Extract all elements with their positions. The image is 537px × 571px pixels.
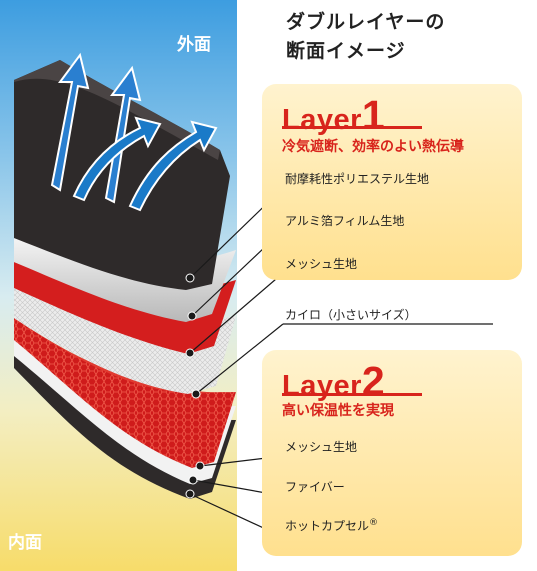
- layer1-item-aluminum: アルミ箔フィルム生地: [285, 214, 405, 228]
- hot-capsule-text: ホットカプセル: [285, 519, 370, 533]
- layer1-rule: [282, 126, 422, 129]
- layer2-item-mesh: メッシュ生地: [285, 440, 358, 454]
- layer2-heading: Layer2: [282, 358, 385, 405]
- registered-mark: ®: [369, 518, 379, 528]
- layer1-subtitle: 冷気遮断、効率のよい熱伝導: [282, 139, 464, 155]
- layer2-box: Layer2 高い保温性を実現: [262, 350, 522, 556]
- title-line-1: ダブルレイヤーの: [286, 11, 446, 33]
- layer1-box: Layer1 冷気遮断、効率のよい熱伝導: [262, 84, 522, 280]
- layer1-item-mesh: メッシュ生地: [285, 257, 358, 271]
- diagonal-arrow-icon: [72, 116, 218, 212]
- diagram-title: ダブルレイヤーの 断面イメージ: [286, 8, 516, 66]
- layer1-heading: Layer1: [282, 92, 385, 139]
- layer1-word: Layer: [282, 104, 362, 136]
- layer1-item-polyester: 耐摩耗性ポリエステル生地: [285, 172, 430, 186]
- layer2-word: Layer: [282, 370, 362, 402]
- inner-side-label: 内面: [8, 533, 42, 553]
- title-line-2: 断面イメージ: [286, 40, 406, 62]
- layer2-subtitle: 高い保温性を実現: [282, 403, 394, 419]
- layer1-number: 1: [361, 92, 385, 138]
- outer-side-label: 外面: [177, 35, 211, 55]
- kairo-label: カイロ（小さいサイズ）: [285, 308, 417, 322]
- layer2-mesh: [14, 318, 236, 468]
- kairo-layer: [14, 288, 236, 394]
- layer2-item-hot-capsule: ホットカプセル®: [285, 517, 378, 534]
- up-arrow-icon: [50, 52, 142, 204]
- layer2-number: 2: [361, 358, 385, 404]
- layer2-rule: [282, 393, 422, 396]
- layer2-item-fiber: ファイバー: [285, 480, 345, 494]
